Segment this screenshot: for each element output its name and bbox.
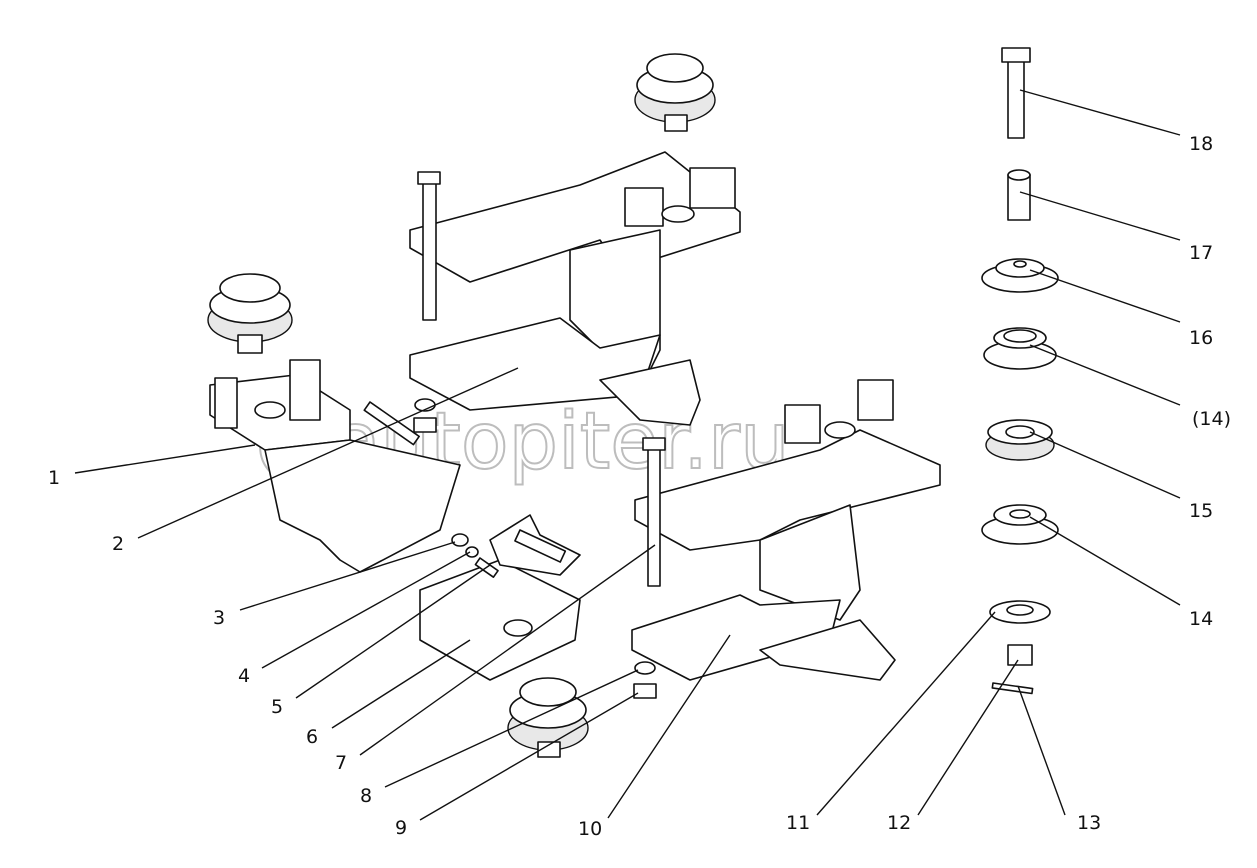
callout-8: 8: [360, 785, 372, 807]
callout-18: 18: [1189, 133, 1213, 155]
callout-15: 15: [1189, 500, 1213, 522]
washer-16: [981, 258, 1059, 293]
washer-3: [451, 533, 469, 547]
callout-14b: (14): [1192, 408, 1231, 430]
upper-bolt: [417, 171, 441, 321]
callout-6: 6: [306, 726, 318, 748]
bushing-15: [985, 419, 1055, 461]
callout-12: 12: [887, 812, 911, 834]
callout-11: 11: [786, 812, 810, 834]
lower-right-bracket: [631, 379, 941, 681]
bolt-18: [1001, 47, 1031, 139]
leader-lines: [74, 89, 1181, 821]
callout-10: 10: [578, 818, 602, 840]
left-rubber-mount: [207, 273, 293, 354]
callout-2: 2: [112, 533, 124, 555]
pin-13: [991, 682, 1034, 695]
nut-9: [633, 683, 657, 699]
callout-17: 17: [1189, 242, 1213, 264]
callout-1: 1: [48, 467, 60, 489]
callout-9: 9: [395, 817, 407, 839]
callout-3: 3: [213, 607, 225, 629]
nut-upper: [413, 417, 437, 433]
washer-4: [465, 546, 479, 558]
washer-11-hole: [1006, 604, 1034, 616]
callout-13: 13: [1077, 812, 1101, 834]
callout-7: 7: [335, 752, 347, 774]
nut-12: [1007, 644, 1033, 666]
callout-16: 16: [1189, 327, 1213, 349]
washer-8: [634, 661, 656, 675]
bushing-14: [981, 504, 1059, 545]
left-bracket: [209, 359, 461, 573]
sleeve-17: [1007, 169, 1031, 221]
callout-14: 14: [1189, 608, 1213, 630]
lower-left-bracket: [419, 514, 581, 681]
callout-4: 4: [238, 665, 250, 687]
upper-bracket: [409, 151, 741, 426]
top-rubber-mount: [634, 53, 716, 132]
lower-bolt-7: [642, 437, 666, 587]
bushing-14b: [983, 327, 1057, 370]
lower-rubber-mount: [507, 677, 589, 758]
callout-5: 5: [271, 696, 283, 718]
